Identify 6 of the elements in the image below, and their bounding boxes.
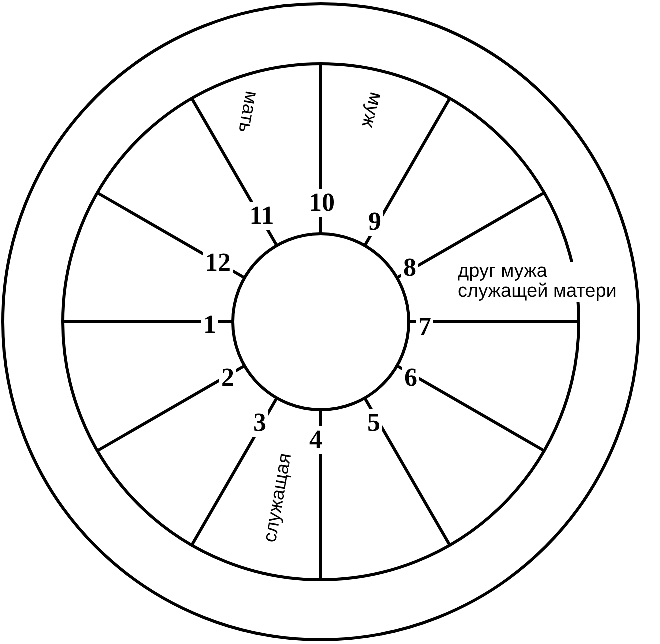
note-text: мать — [235, 90, 261, 134]
house-number: 9 — [366, 208, 384, 236]
note-text: муж — [358, 90, 386, 130]
house-number: 3 — [252, 409, 268, 437]
note-text: служащая — [260, 452, 296, 544]
house-number: 4 — [308, 426, 324, 454]
